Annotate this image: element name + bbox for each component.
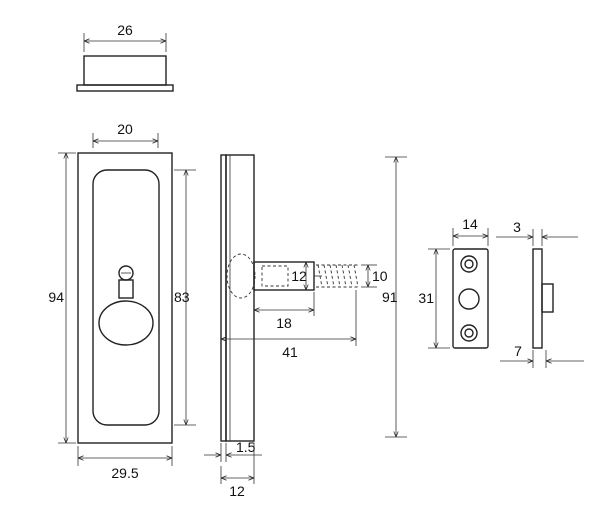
strike-plate-side: 3 7 xyxy=(496,219,584,368)
dim-label-bolt-length: 18 xyxy=(276,315,292,331)
hidden-knob-outline xyxy=(226,253,256,299)
key-stem xyxy=(118,279,134,299)
dim-label-strike-width: 14 xyxy=(462,216,478,232)
dim-label-strike-thickness: 3 xyxy=(513,219,521,235)
strike-side-box xyxy=(541,283,554,313)
top-view: 26 xyxy=(76,22,174,92)
oval-knob-icon xyxy=(98,300,154,346)
dim-label-top-width: 26 xyxy=(117,22,133,38)
top-view-flange xyxy=(76,84,174,92)
strike-plate-front: 14 31 xyxy=(418,216,489,349)
dim-label-faceplate-thickness: 1.5 xyxy=(236,439,256,455)
top-view-cap xyxy=(83,55,167,86)
front-plate-outer xyxy=(77,152,173,444)
dim-label-spring-diameter: 10 xyxy=(372,268,388,284)
dim-label-plate-height: 94 xyxy=(48,289,64,305)
screw-hole-bottom-icon xyxy=(460,324,478,342)
screw-hole-top-icon xyxy=(460,255,478,273)
strike-side-plate xyxy=(532,248,543,349)
dim-label-body-height: 91 xyxy=(382,289,398,305)
dim-label-strike-depth: 7 xyxy=(514,343,522,359)
dim-label-body-width: 12 xyxy=(229,483,245,499)
bolt-hidden-part xyxy=(261,265,289,287)
dim-label-plate-width: 29.5 xyxy=(111,465,138,481)
dim-label-inner-width: 20 xyxy=(117,121,133,137)
front-view: 20 94 83 29.5 xyxy=(48,121,196,481)
side-faceplate xyxy=(220,154,227,442)
dim-label-bolt-diameter: 12 xyxy=(291,268,307,284)
side-view: 12 10 18 41 91 1.5 12 xyxy=(204,154,407,499)
strike-plate xyxy=(452,248,489,349)
dim-label-inner-height: 83 xyxy=(174,289,190,305)
front-plate-recess xyxy=(92,169,160,426)
bolt-hole-icon xyxy=(458,288,480,310)
dim-label-total-depth: 41 xyxy=(282,344,298,360)
side-lock-body xyxy=(225,154,255,442)
dim-label-strike-height: 31 xyxy=(418,290,434,306)
spring-icon xyxy=(316,264,360,288)
